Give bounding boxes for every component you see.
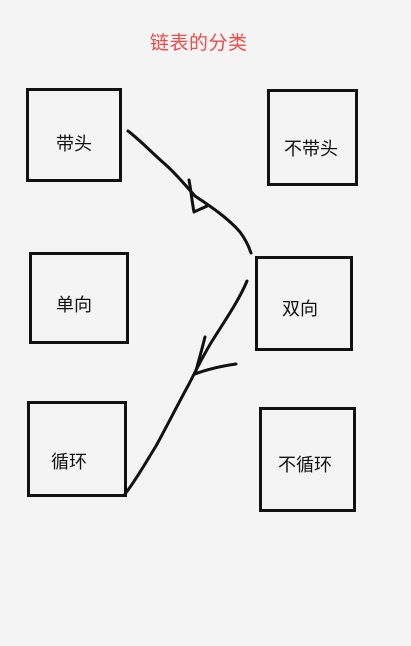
arrowhead-1-icon [187,178,209,214]
label-circular: 循环 [51,452,87,473]
diagram-title: 链表的分类 [150,32,248,54]
label-with-head: 带头 [56,134,92,155]
label-doubly: 双向 [282,299,318,320]
box-with-head [26,88,122,182]
box-non-circular [259,407,356,512]
arrowhead-2-icon [193,335,238,376]
arrow-with-head-to-doubly [126,129,253,255]
label-non-circular: 不循环 [278,455,332,476]
label-singly: 单向 [56,295,92,316]
label-without-head: 不带头 [284,139,338,160]
box-without-head [267,89,358,186]
arrow-doubly-to-circular [123,279,249,496]
box-doubly [255,256,353,351]
